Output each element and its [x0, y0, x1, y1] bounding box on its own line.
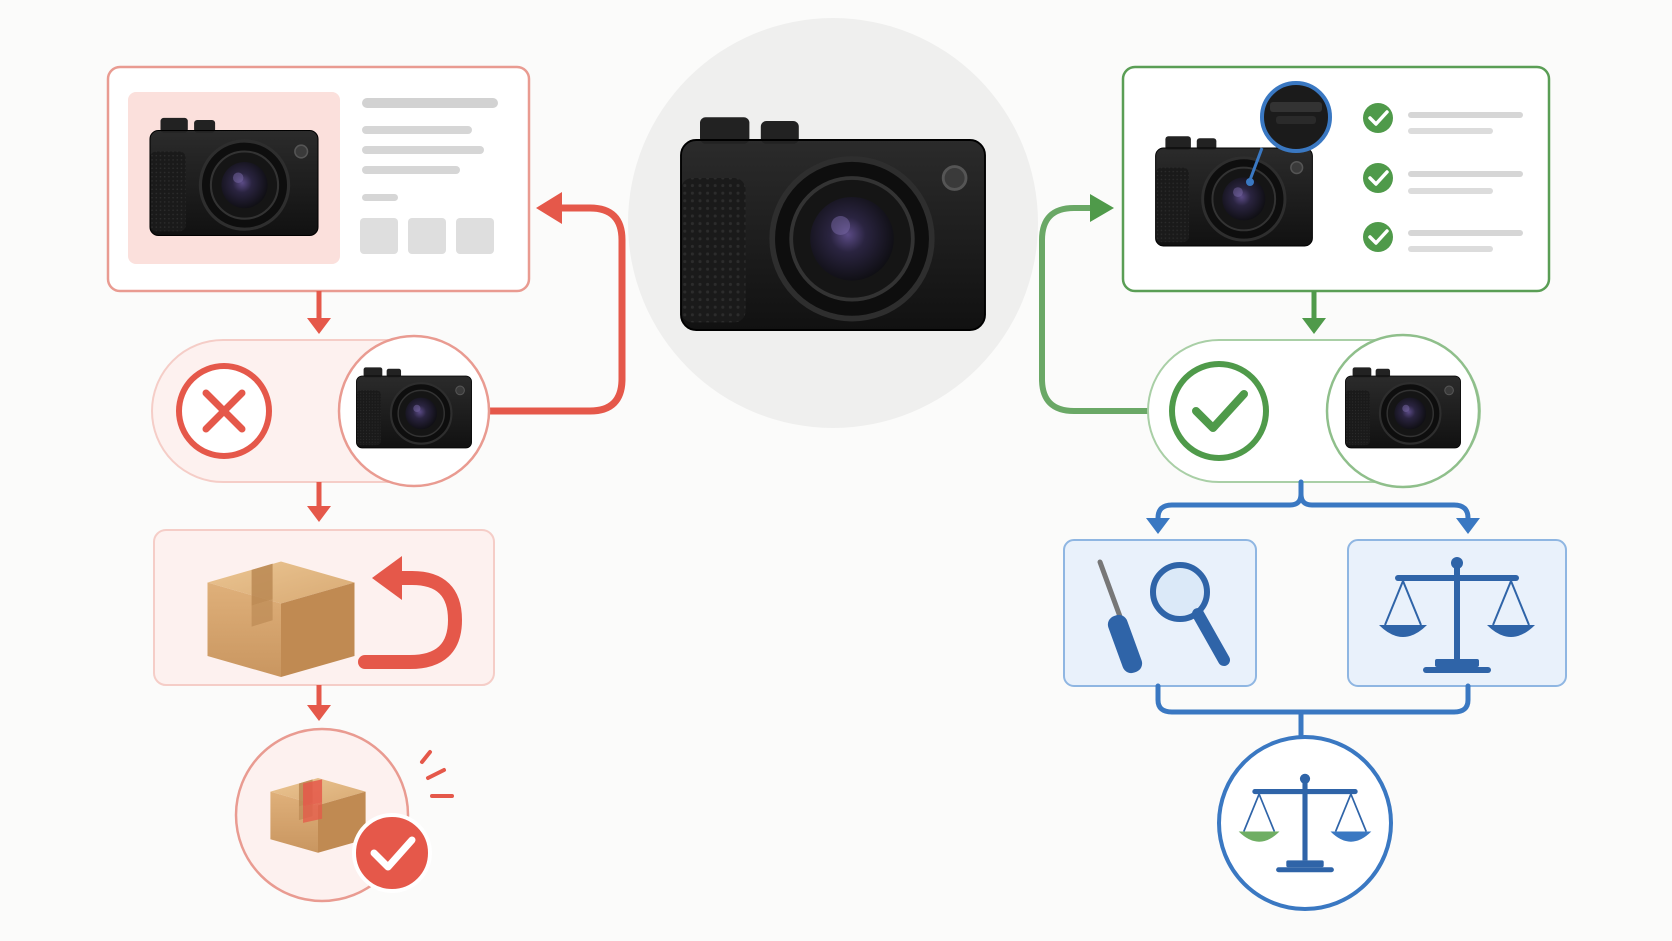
box-delivered-icon: [270, 778, 366, 853]
balance-scale-icon: [1379, 556, 1535, 674]
arrow-inspection-to-verdict: [1302, 291, 1326, 334]
balanced-result-node: [1217, 735, 1393, 911]
arrowhead-to-listing: [536, 192, 562, 224]
arrow-listing-to-verdict: [307, 291, 331, 334]
inspection-checklist-card: [1121, 65, 1551, 293]
approve-check-icon: [1192, 390, 1248, 432]
magnifier-zoom-icon: [1246, 81, 1332, 186]
check-item-3: [1363, 222, 1523, 252]
connector-center-to-listing: [486, 204, 626, 415]
rejection-verdict: [151, 334, 491, 488]
arrowhead-to-inspection: [1090, 194, 1114, 222]
refund-complete-node: [234, 727, 454, 903]
camera-icon: [148, 116, 320, 238]
camera-icon: [681, 117, 985, 330]
check-item-1: [1363, 103, 1523, 134]
magnifying-glass-icon: [1150, 562, 1230, 666]
reject-x-icon: [202, 389, 246, 433]
check-item-2: [1363, 163, 1523, 194]
check-badge-icon: [352, 813, 432, 893]
camera-icon: [355, 366, 473, 450]
approval-verdict: [1147, 333, 1481, 489]
arrowhead-to-tools: [1146, 518, 1170, 534]
connector-verdict-to-inspection: [1039, 205, 1151, 414]
repair-inspect-card: [1063, 539, 1257, 687]
return-arrow-icon: [358, 556, 463, 669]
return-package-card: [153, 529, 495, 686]
return-box-icon: [207, 561, 355, 677]
fair-compare-card: [1347, 539, 1567, 687]
merge-connector: [1155, 683, 1471, 739]
center-node: [628, 18, 1038, 428]
arrow-verdict-to-return: [307, 482, 331, 522]
split-connector: [1155, 479, 1471, 521]
arrowhead-to-scale: [1456, 518, 1480, 534]
camera-icon: [1344, 366, 1462, 450]
camera-icon: [1154, 134, 1314, 248]
balance-scale-result-icon: [1238, 772, 1372, 874]
product-listing-card: [106, 65, 531, 293]
screwdriver-icon: [1097, 559, 1143, 674]
arrow-return-to-final: [307, 685, 331, 721]
sparkle-lines: [420, 750, 454, 798]
